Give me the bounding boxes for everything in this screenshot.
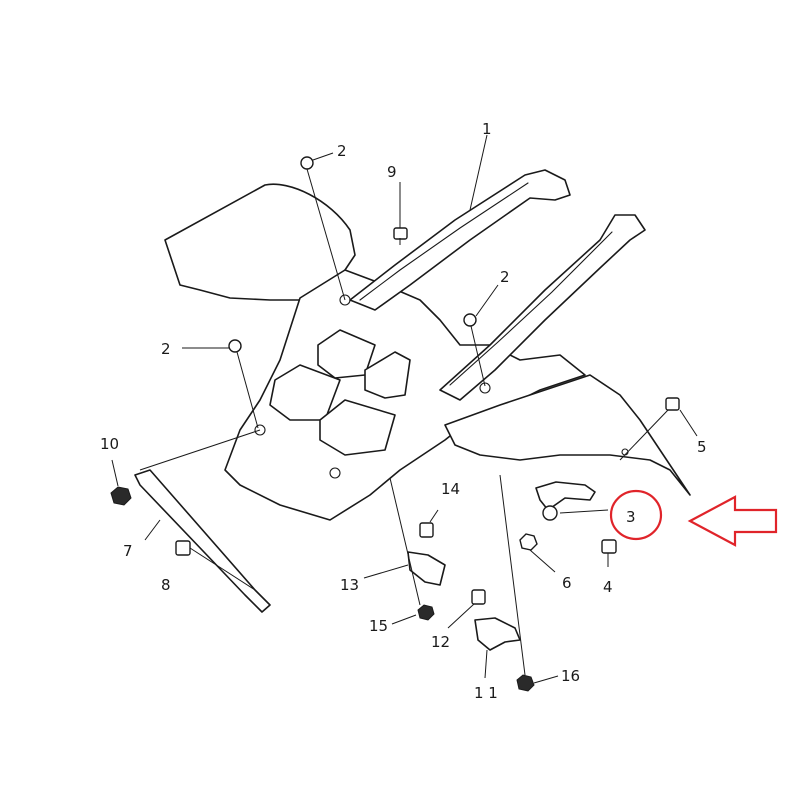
callout-14: 14	[441, 480, 460, 498]
callout-11: 1 1	[474, 684, 498, 702]
bracket-3	[535, 481, 609, 521]
bolt-5	[619, 397, 680, 461]
leader-line	[139, 429, 261, 471]
bolt-14	[419, 509, 439, 538]
nut-16	[516, 674, 559, 692]
callout-4: 4	[603, 578, 613, 596]
fender-assembly	[164, 169, 691, 521]
highlight-circle	[609, 489, 663, 541]
mount-hole	[254, 424, 266, 436]
leader-line	[499, 474, 526, 676]
mount-hole	[339, 294, 351, 306]
callout-9: 9	[387, 163, 397, 181]
highlight-arrow-icon	[687, 495, 778, 547]
left-fender-flap	[164, 183, 356, 301]
screw-2-mid	[463, 313, 486, 387]
leader-line	[389, 477, 421, 606]
callout-2-top: 2	[337, 142, 347, 160]
stay-7	[134, 469, 271, 613]
grab-rail-right-inner	[449, 231, 613, 386]
callout-12: 12	[431, 633, 450, 651]
leader-line	[312, 152, 334, 161]
callout-8: 8	[161, 576, 171, 594]
leader-line	[475, 284, 499, 317]
storage-pocket-rail	[364, 351, 411, 399]
grab-rail-left	[349, 169, 571, 311]
bolt-12	[447, 589, 486, 629]
callout-15: 15	[369, 617, 388, 635]
bolt-8	[175, 540, 256, 591]
right-fender-flap	[444, 374, 691, 496]
bolt-4	[601, 539, 617, 567]
storage-pocket-center	[319, 399, 396, 456]
callout-5: 5	[697, 438, 707, 456]
nut-15	[391, 604, 435, 625]
grab-rail-right	[439, 214, 646, 401]
bolt-9	[393, 227, 408, 245]
screw-2-left	[228, 339, 259, 429]
callout-3: 3	[626, 508, 636, 526]
callout-10: 10	[100, 435, 119, 453]
callout-13: 13	[340, 576, 359, 594]
callout-2-mid: 2	[500, 268, 510, 286]
callout-6: 6	[562, 574, 572, 592]
bracket-13	[363, 551, 446, 586]
callout-2-left: 2	[161, 340, 171, 358]
leader-line	[679, 409, 698, 437]
nut-6	[519, 533, 556, 573]
nut-10	[110, 459, 132, 506]
leader-line	[469, 134, 488, 211]
screw-2-top	[300, 156, 346, 301]
mount-hole	[479, 382, 491, 394]
callout-1: 1	[482, 120, 492, 138]
callout-7: 7	[123, 542, 133, 560]
bracket-11	[474, 617, 521, 679]
mount-hole	[329, 467, 341, 479]
grab-rail-left-inner	[359, 182, 529, 301]
callout-16: 16	[561, 667, 580, 685]
